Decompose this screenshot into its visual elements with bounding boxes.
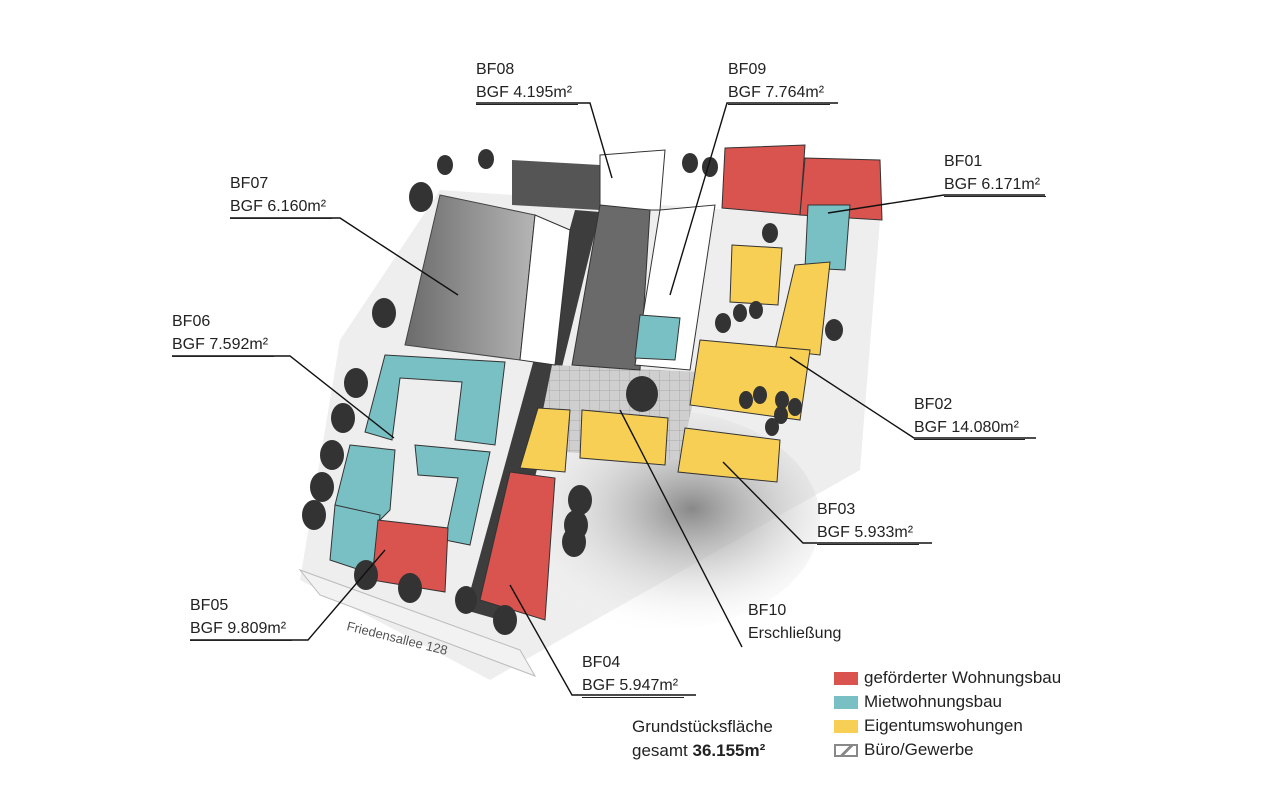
- leader-lines: [172, 102, 1045, 696]
- label-bf03-value: BGF 5.933m²: [817, 521, 920, 545]
- site-area-value: 36.155m²: [692, 741, 766, 760]
- label-bf02-name: BF02: [914, 396, 953, 413]
- legend-swatch-condo: [834, 719, 858, 733]
- central-road: [465, 210, 600, 620]
- bf03-buildings: [519, 407, 781, 483]
- label-bf10: BF10 Erschließung: [748, 599, 841, 645]
- legend-item: geförderter Wohnungsbau: [834, 666, 1061, 690]
- label-bf05-name: BF05: [190, 597, 229, 614]
- bf06-buildings: [364, 354, 506, 446]
- label-bf06: BF06 BGF 7.592m²: [172, 310, 275, 357]
- legend-swatch-office: [834, 743, 858, 757]
- site-area-total: gesamt 36.155m²: [632, 739, 773, 763]
- label-bf10-value: Erschließung: [748, 625, 842, 642]
- label-bf09-value: BGF 7.764m²: [728, 81, 831, 105]
- label-bf01: BF01 BGF 6.171m²: [944, 150, 1047, 197]
- label-bf06-value: BGF 7.592m²: [172, 333, 275, 357]
- label-bf04-name: BF04: [582, 654, 621, 671]
- label-bf06-name: BF06: [172, 313, 211, 330]
- label-bf08: BF08 BGF 4.195m²: [476, 58, 579, 105]
- trees: [302, 149, 843, 635]
- bf08-building: [512, 149, 666, 211]
- label-bf09: BF09 BGF 7.764m²: [728, 58, 831, 105]
- legend-item: Büro/Gewerbe: [834, 738, 1061, 762]
- bf07-buildings: [404, 194, 571, 366]
- bf05-buildings: [329, 444, 491, 593]
- legend-swatch-subsidized: [834, 671, 858, 685]
- label-bf10-name: BF10: [748, 602, 787, 619]
- site-area-prefix: gesamt: [632, 741, 693, 760]
- label-bf05-value: BGF 9.809m²: [190, 617, 293, 641]
- label-bf02-value: BGF 14.080m²: [914, 416, 1025, 440]
- legend-swatch-rental: [834, 695, 858, 709]
- label-bf03-name: BF03: [817, 501, 856, 518]
- legend-label: geförderter Wohnungsbau: [864, 668, 1062, 687]
- label-bf05: BF05 BGF 9.809m²: [190, 594, 293, 641]
- label-bf04: BF04 BGF 5.947m²: [582, 651, 685, 698]
- label-bf09-name: BF09: [728, 61, 767, 78]
- label-bf07-value: BGF 6.160m²: [230, 195, 333, 219]
- legend-label: Mietwohnungsbau: [864, 692, 1002, 711]
- legend-item: Mietwohnungsbau: [834, 690, 1061, 714]
- label-bf07-name: BF07: [230, 175, 269, 192]
- label-bf08-value: BGF 4.195m²: [476, 81, 579, 105]
- legend-label: Eigentumswohungen: [864, 716, 1023, 735]
- bf04-building: [479, 471, 556, 621]
- label-bf04-value: BGF 5.947m²: [582, 674, 685, 698]
- bf01-buildings: [721, 144, 883, 271]
- label-bf01-value: BGF 6.171m²: [944, 173, 1047, 197]
- site-area-title: Grundstücksfläche: [632, 717, 773, 736]
- label-bf08-name: BF08: [476, 61, 515, 78]
- site-area: Grundstücksfläche gesamt 36.155m²: [632, 715, 773, 763]
- legend: geförderter Wohnungsbau Mietwohnungsbau …: [834, 666, 1061, 762]
- label-bf01-name: BF01: [944, 153, 983, 170]
- legend-item: Eigentumswohungen: [834, 714, 1061, 738]
- legend-label: Büro/Gewerbe: [864, 740, 974, 759]
- label-bf02: BF02 BGF 14.080m²: [914, 393, 1025, 440]
- bf09-buildings: [571, 204, 716, 371]
- label-bf07: BF07 BGF 6.160m²: [230, 172, 333, 219]
- label-bf03: BF03 BGF 5.933m²: [817, 498, 920, 545]
